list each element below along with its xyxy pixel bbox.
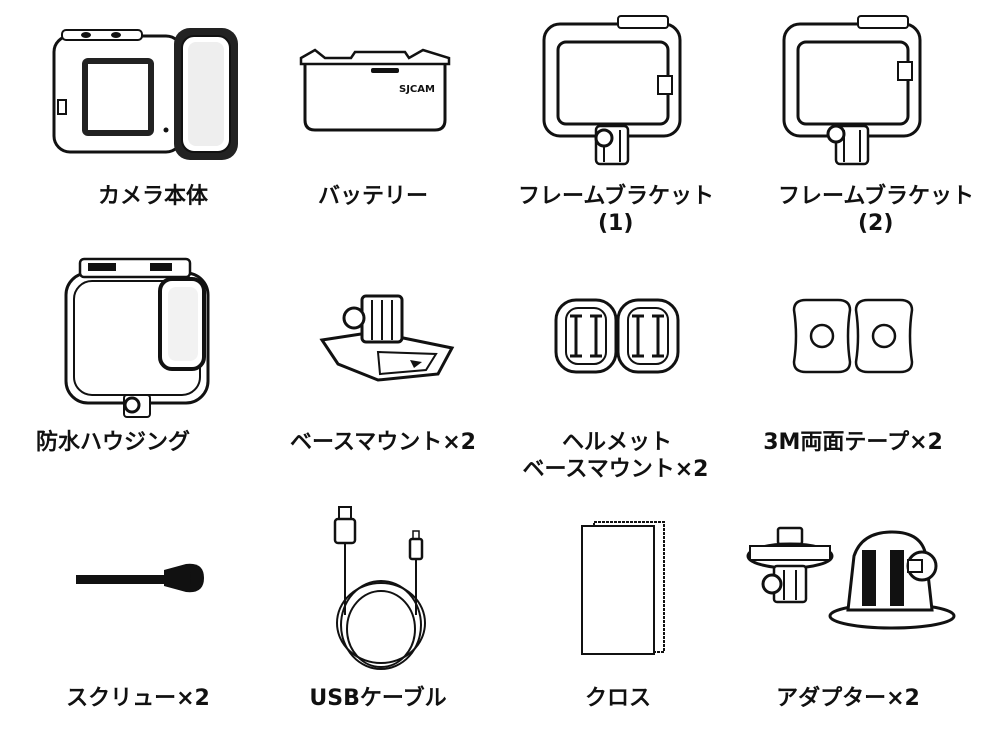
screw-icon <box>76 558 206 598</box>
item-label-camera: カメラ本体 <box>97 184 208 209</box>
item-sub-helmet: ベースマウント×2 <box>522 457 709 482</box>
item-label-cloth: クロス <box>584 686 651 711</box>
camera-body-icon <box>48 20 248 170</box>
item-label-basemount: ベースマウント×2 <box>290 430 476 455</box>
helmet-base-mount-icon <box>552 296 682 376</box>
item-label-usb: USBケーブル <box>309 686 447 711</box>
item-sub-frame2: (2) <box>858 211 894 236</box>
item-label-battery: バッテリー <box>317 184 428 209</box>
base-mount-icon <box>318 282 458 387</box>
item-label-helmet: ヘルメット <box>561 430 672 455</box>
waterproof-housing-icon <box>58 255 218 420</box>
item-label-housing: 防水ハウジング <box>35 430 190 455</box>
frame-bracket-2-icon <box>778 14 928 174</box>
frame-bracket-1-icon <box>538 14 688 174</box>
item-label-frame1: フレームブラケット <box>518 184 715 209</box>
item-label-adapter: アダプター×2 <box>776 686 920 711</box>
svg-text:SJCAM: SJCAM <box>399 84 435 95</box>
item-label-screw: スクリュー×2 <box>66 686 210 711</box>
adapter-icon <box>742 520 962 645</box>
item-label-frame2: フレームブラケット <box>778 184 975 209</box>
double-sided-tape-icon <box>788 296 918 376</box>
item-sub-frame1: (1) <box>598 211 634 236</box>
item-label-tape: 3M両面テープ×2 <box>763 430 943 455</box>
battery-icon: SJCAM <box>295 42 455 137</box>
cloth-icon <box>578 518 668 658</box>
usb-cable-icon <box>325 505 435 675</box>
